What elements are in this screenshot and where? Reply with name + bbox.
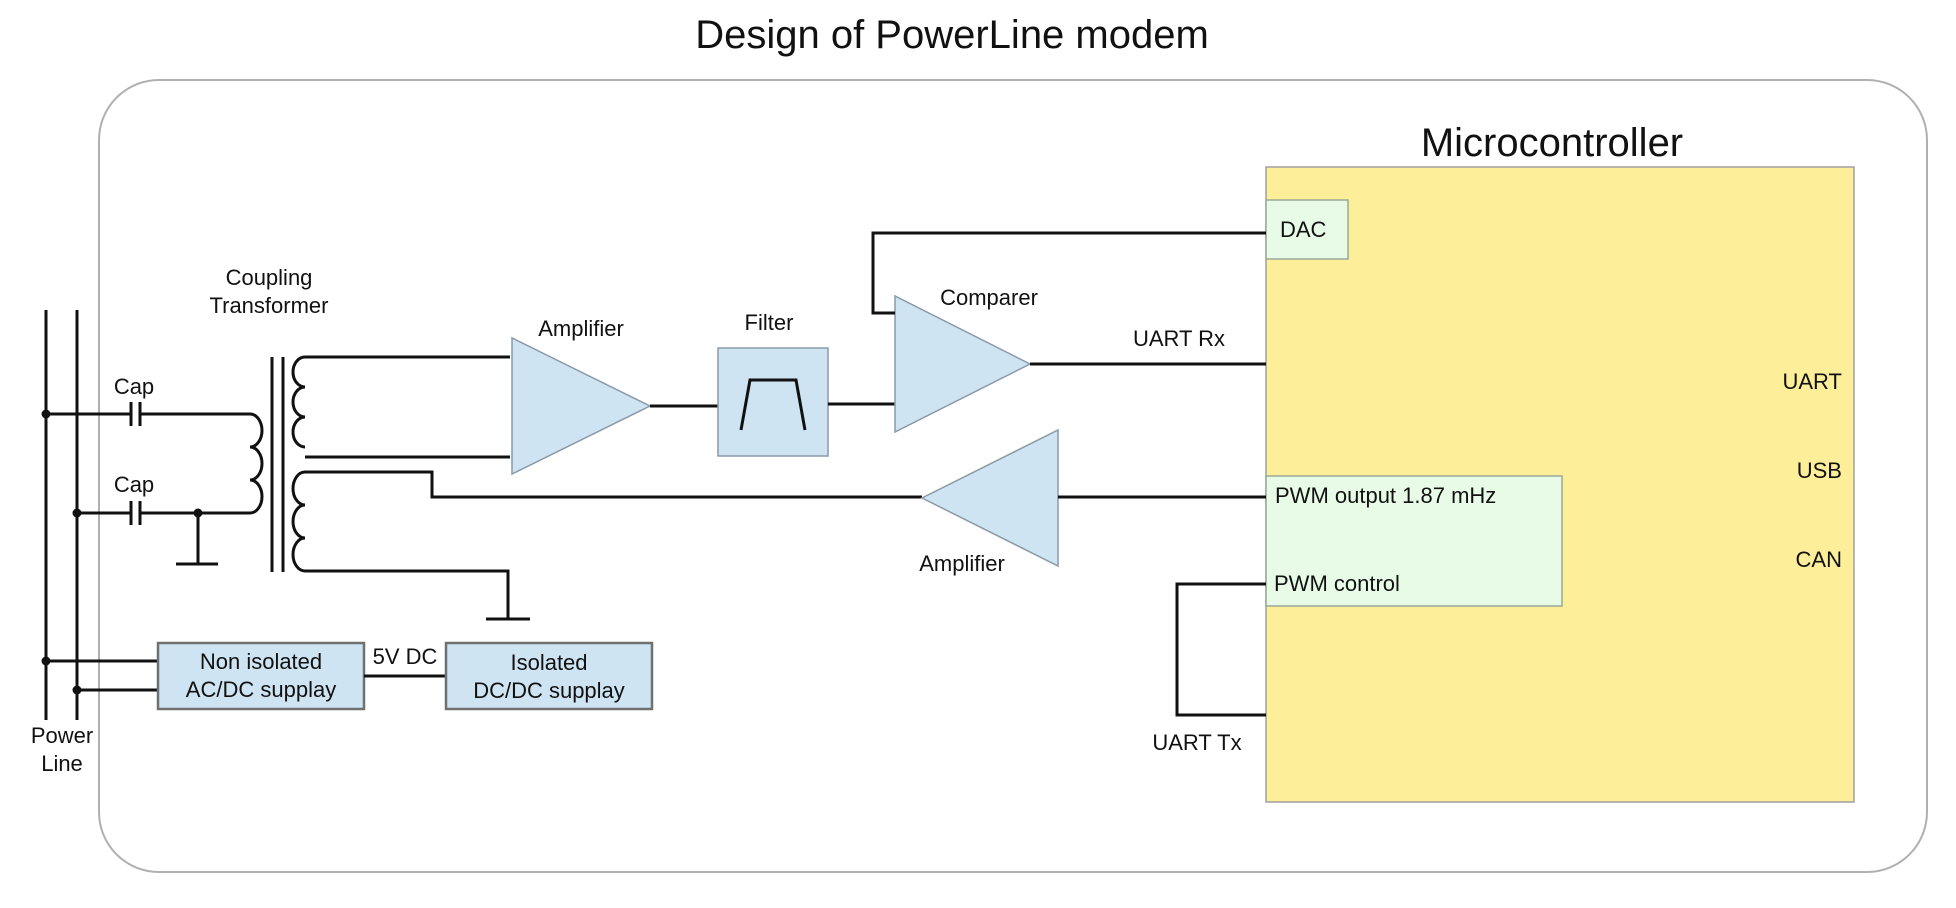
- amplifier-tx-label: Amplifier: [919, 551, 1005, 576]
- comparer-label: Comparer: [940, 285, 1038, 310]
- dac-label: DAC: [1280, 217, 1327, 242]
- mcu-port-uart: UART: [1783, 369, 1843, 394]
- five-v-dc-label: 5V DC: [373, 644, 438, 669]
- pwm-port: [1265, 475, 1563, 607]
- filter-block: [717, 347, 829, 457]
- cap-top-label: Cap: [114, 374, 154, 399]
- isolated-supply-block: [444, 641, 654, 711]
- dac-port: [1265, 199, 1349, 260]
- pwm-output-label: PWM output 1.87 mHz: [1275, 483, 1496, 508]
- diagram-title: Design of PowerLine modem: [695, 13, 1209, 57]
- non-isolated-supply-block: [156, 641, 366, 711]
- uart-tx-label: UART Tx: [1152, 730, 1241, 755]
- coupling-transformer-label-1: Coupling: [226, 265, 313, 290]
- power-line-label-2: Line: [41, 751, 83, 776]
- capacitor-symbol-top: [46, 402, 250, 426]
- coupling-transformer-label-2: Transformer: [210, 293, 329, 318]
- wire: [305, 569, 510, 619]
- non-isolated-supply-label-1: Non isolated: [200, 649, 322, 674]
- non-isolated-supply-label-2: AC/DC supplay: [186, 677, 336, 702]
- uart-rx-label: UART Rx: [1133, 326, 1225, 351]
- microcontroller-title: Microcontroller: [1421, 121, 1683, 165]
- cap-bottom-label: Cap: [114, 472, 154, 497]
- pwm-control-label: PWM control: [1274, 571, 1400, 596]
- transformer-symbol: [249, 355, 306, 573]
- capacitor-symbol-bottom: [77, 501, 250, 566]
- amplifier-rx-label: Amplifier: [538, 316, 624, 341]
- mcu-port-can: CAN: [1796, 547, 1842, 572]
- comparer-symbol: [894, 294, 1032, 434]
- isolated-supply-label-2: DC/DC supplay: [473, 678, 625, 703]
- pwm-control-wire: [1175, 582, 1266, 717]
- isolated-supply-label-1: Isolated: [510, 650, 587, 675]
- amplifier-tx-symbol: [920, 428, 1059, 568]
- bandpass-icon: [739, 378, 807, 431]
- amplifier-rx-symbol: [511, 336, 652, 476]
- wire: [305, 470, 922, 499]
- filter-label: Filter: [745, 310, 794, 335]
- modem-frame: [98, 79, 1928, 873]
- mcu-port-usb: USB: [1797, 458, 1842, 483]
- power-line-label-1: Power: [31, 723, 93, 748]
- dac-reference-wire: [871, 231, 1266, 315]
